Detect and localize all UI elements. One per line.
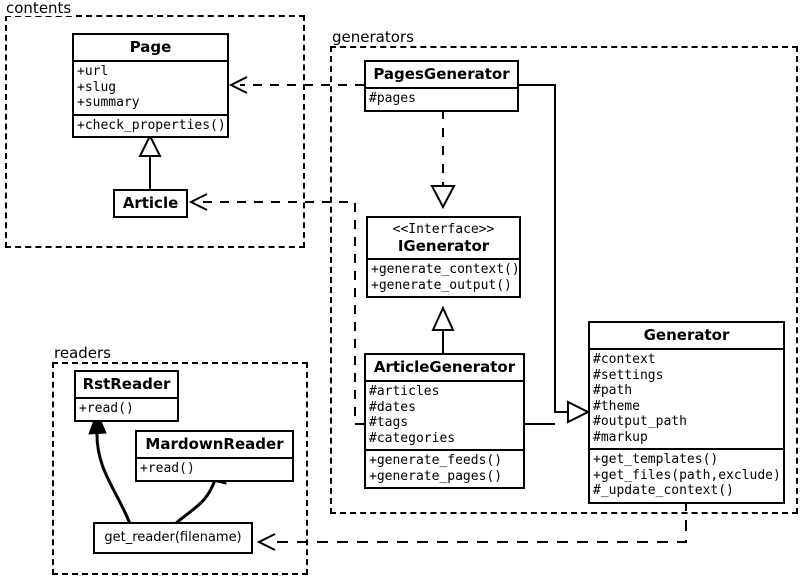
class-attributes-pages-generator: #pages [366, 87, 517, 110]
attribute-item: #output_path [593, 414, 687, 429]
class-attributes-article-generator: #articles #dates #tags #categories [366, 380, 523, 449]
class-box-rst-reader[interactable]: RstReader +read() [74, 370, 179, 422]
class-box-article-generator[interactable]: ArticleGenerator #articles #dates #tags … [364, 353, 525, 489]
class-stereotype-igenerator: <<Interface>> [392, 222, 495, 237]
package-readers [52, 362, 308, 575]
class-attributes-generator: #context #settings #path #theme #output_… [590, 348, 783, 448]
class-name-article: Article [122, 194, 179, 212]
class-name-igenerator: IGenerator [397, 237, 490, 255]
class-name-page: Page [129, 38, 172, 56]
class-methods-generator: +get_templates() +get_files(path,exclude… [590, 448, 783, 502]
class-attributes-page: +url +slug +summary [74, 60, 227, 114]
class-name-article-generator: ArticleGenerator [373, 358, 516, 376]
class-methods-rst-reader: +read() [76, 397, 177, 420]
class-name-pages-generator: PagesGenerator [373, 65, 510, 83]
method-item: +check_properties() [77, 117, 226, 133]
class-name-rst-reader: RstReader [82, 375, 171, 393]
function-name-get-reader: get_reader(filename) [104, 530, 242, 545]
attribute-item: +summary [77, 95, 140, 110]
class-header-igenerator: <<Interface>> IGenerator [368, 218, 519, 258]
attribute-item: #theme [593, 398, 640, 414]
attribute-item: #context [593, 352, 656, 367]
method-item: +generate_pages() [369, 468, 503, 484]
attribute-item: #pages [369, 91, 416, 106]
method-item: +get_files(path,exclude) [593, 467, 781, 483]
class-box-pages-generator[interactable]: PagesGenerator #pages [364, 60, 519, 112]
package-readers-label: readers [52, 344, 113, 362]
attribute-item: #articles [369, 384, 440, 399]
class-box-igenerator[interactable]: <<Interface>> IGenerator +generate_conte… [366, 216, 521, 298]
method-item: +read() [140, 461, 195, 476]
attribute-item: +slug [77, 79, 117, 95]
class-box-markdown-reader[interactable]: MardownReader +read() [135, 430, 294, 482]
attribute-item: #markup [593, 429, 648, 445]
method-item: +generate_output() [371, 277, 512, 293]
package-generators-label: generators [330, 28, 416, 46]
method-item: +generate_feeds() [369, 453, 503, 468]
class-methods-markdown-reader: +read() [137, 457, 292, 480]
attribute-item: +url [77, 64, 109, 79]
package-contents-label: contents [4, 0, 74, 17]
class-box-generator[interactable]: Generator #context #settings #path #them… [588, 321, 785, 504]
class-box-article[interactable]: Article [113, 189, 188, 218]
attribute-item: #tags [369, 415, 409, 430]
class-methods-article-generator: +generate_feeds() +generate_pages() [366, 449, 523, 487]
method-item: #_update_context() [593, 483, 734, 498]
method-item: +read() [79, 401, 134, 416]
attribute-item: #categories [369, 430, 456, 446]
attribute-item: #dates [369, 399, 416, 415]
class-methods-igenerator: +generate_context() +generate_output() [368, 258, 520, 296]
attribute-item: #settings [593, 367, 664, 383]
class-name-generator: Generator [643, 326, 730, 344]
package-contents [5, 15, 305, 248]
attribute-item: #path [593, 383, 633, 398]
method-item: +generate_context() [371, 262, 520, 277]
class-name-markdown-reader: MardownReader [145, 435, 284, 453]
class-methods-page: +check_properties() [74, 113, 227, 137]
method-item: +get_templates() [593, 452, 719, 467]
class-box-page[interactable]: Page +url +slug +summary +check_properti… [72, 33, 229, 138]
function-box-get-reader[interactable]: get_reader(filename) [93, 522, 253, 554]
